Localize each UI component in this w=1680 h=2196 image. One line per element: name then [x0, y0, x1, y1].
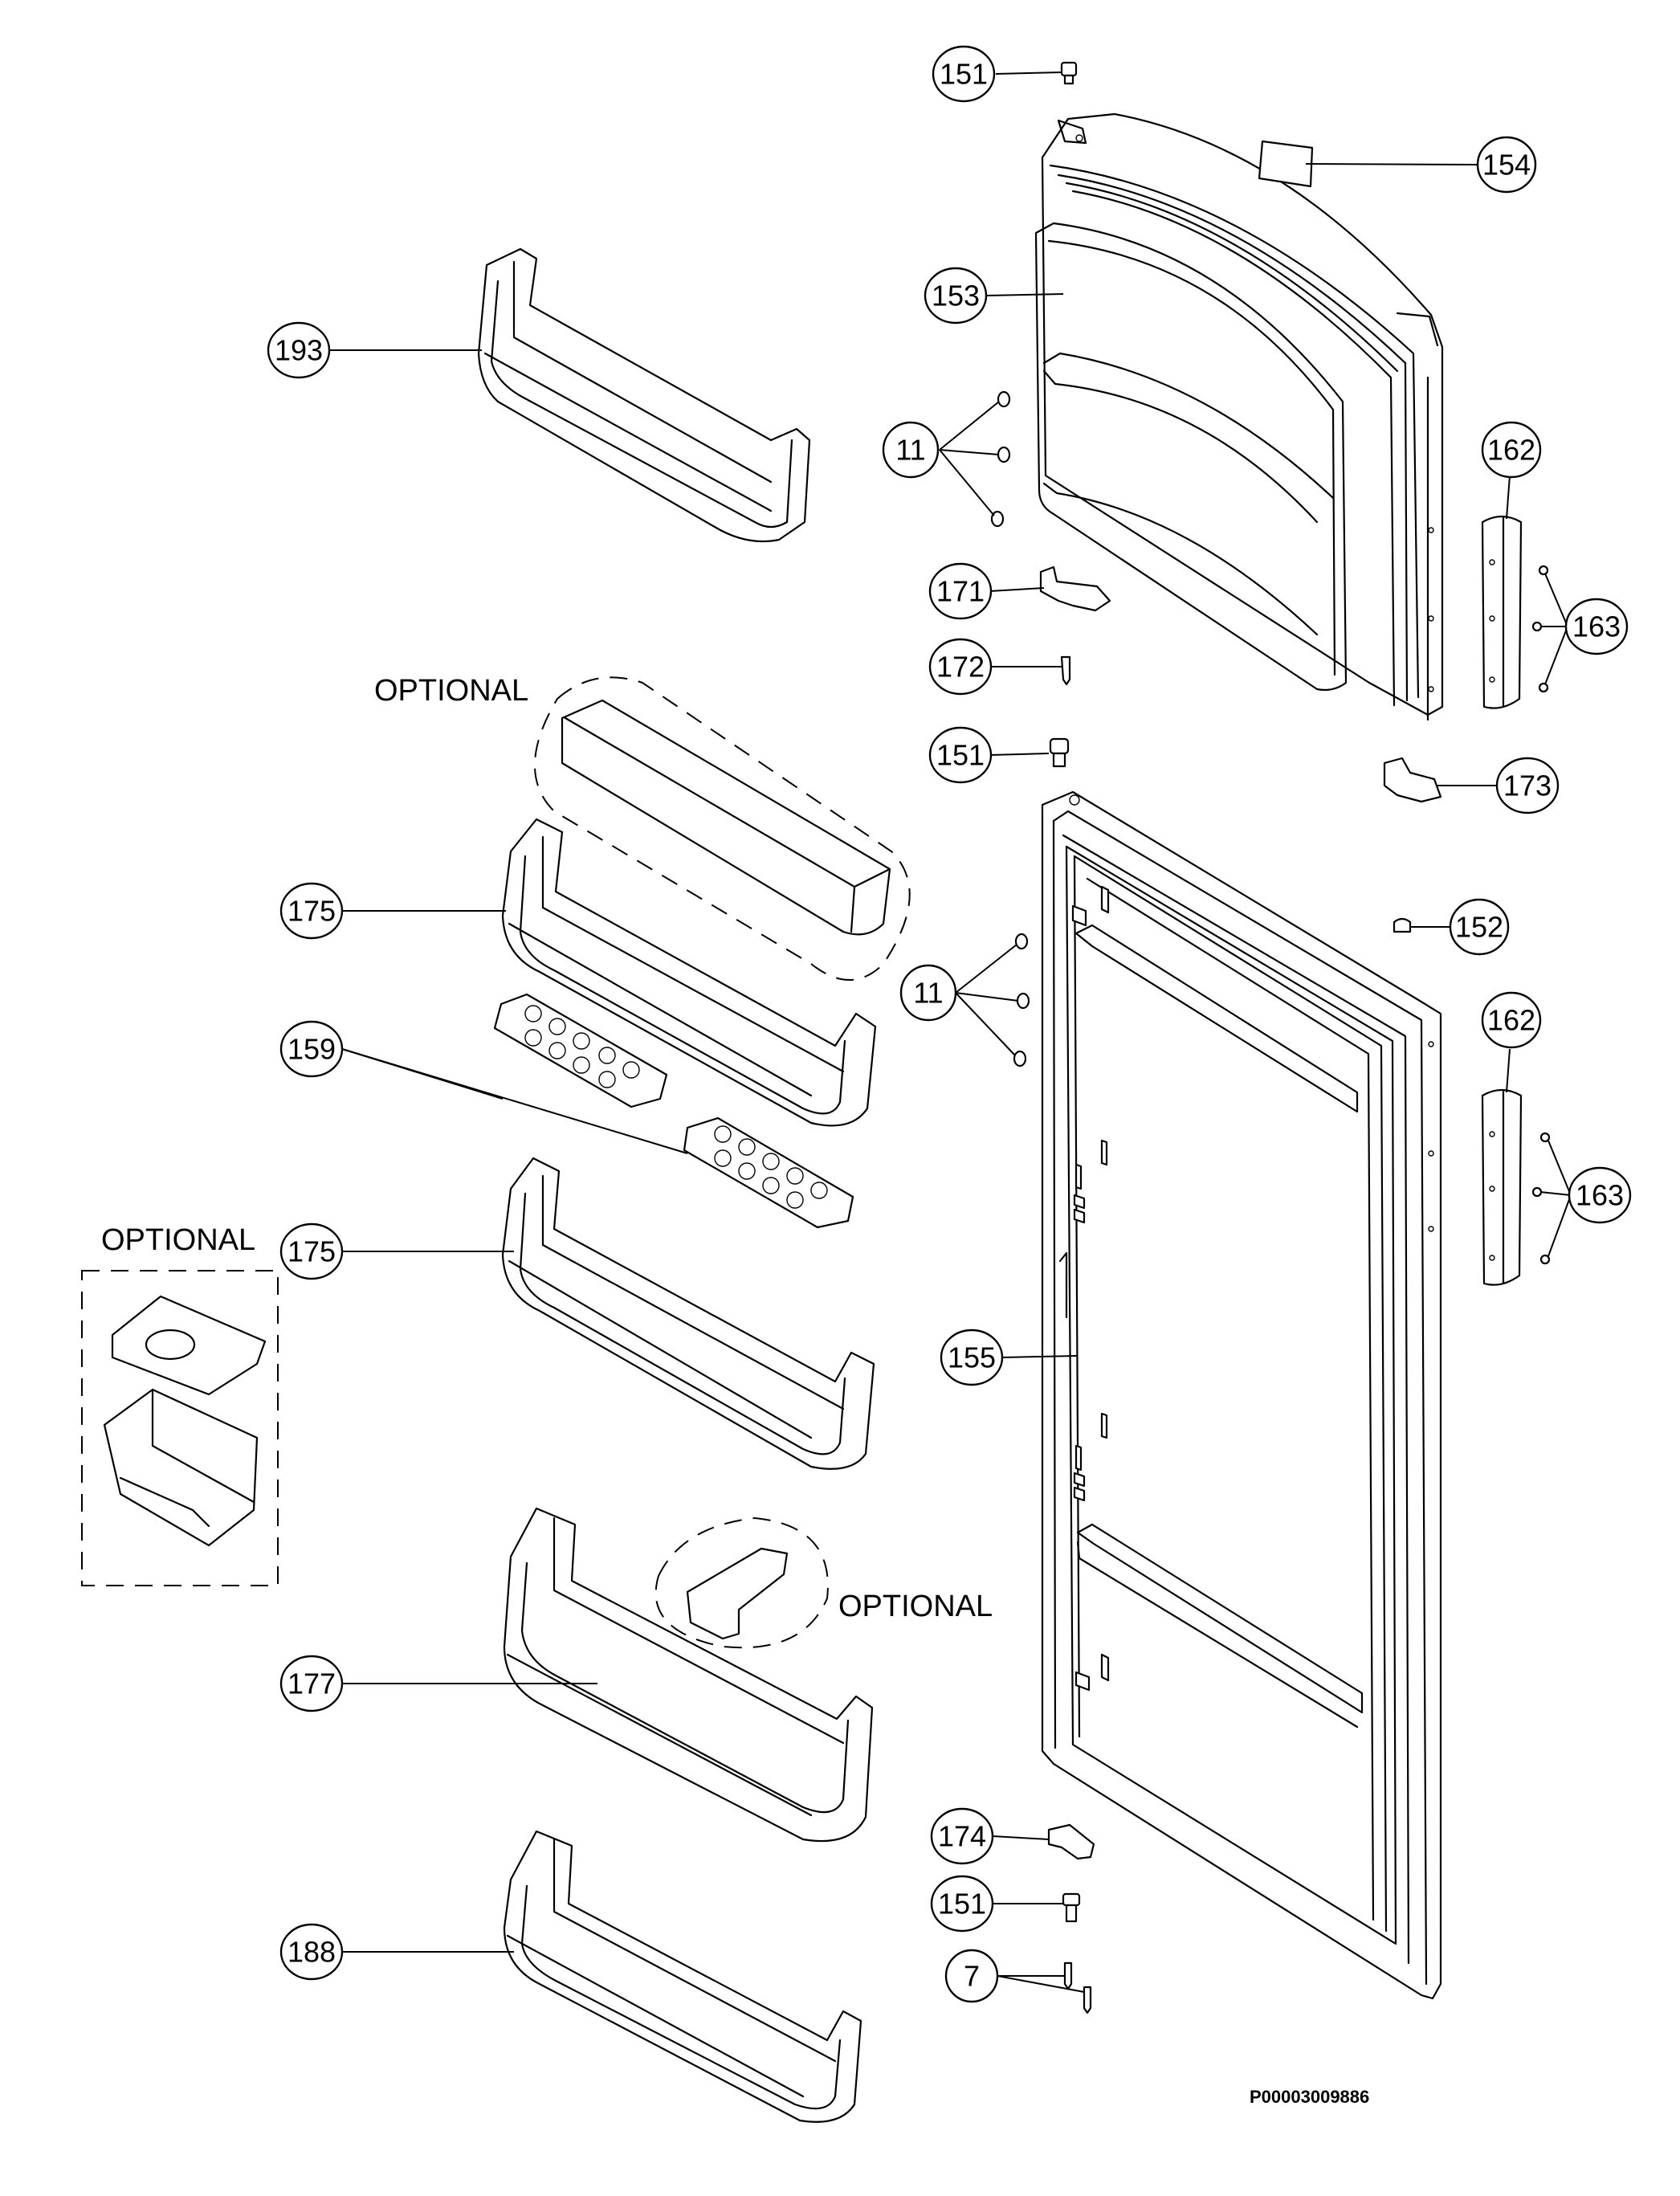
callout-172: 172	[928, 638, 993, 696]
svg-text:188: 188	[287, 1936, 336, 1969]
leader-lines	[329, 71, 1572, 1993]
svg-text:163: 163	[1576, 1179, 1624, 1212]
callout-175-lower: 175	[279, 1222, 344, 1280]
svg-text:162: 162	[1487, 434, 1535, 467]
svg-text:177: 177	[287, 1667, 336, 1700]
optional-holder-part	[654, 1516, 829, 1649]
hinge-171	[1039, 565, 1111, 612]
svg-text:174: 174	[938, 1820, 986, 1853]
hinge-174	[1047, 1823, 1095, 1860]
screws-7	[1063, 1961, 1092, 2014]
fridge-door-155	[1041, 790, 1442, 2000]
callout-162-upper: 162	[1481, 421, 1542, 479]
shelf-177	[503, 1507, 874, 1843]
svg-text:154: 154	[1482, 149, 1531, 182]
callout-188: 188	[279, 1923, 344, 1981]
cap-152	[1393, 917, 1412, 933]
hinge-cap-151-middle	[1049, 737, 1070, 768]
svg-text:11: 11	[913, 977, 943, 1010]
callout-155: 155	[940, 1329, 1004, 1386]
handle-162-lower	[1481, 1088, 1523, 1286]
svg-text:171: 171	[936, 575, 985, 608]
optional-ice-tray	[81, 1270, 279, 1586]
callout-152: 152	[1449, 898, 1510, 956]
callout-159: 159	[279, 1020, 344, 1078]
svg-text:151: 151	[936, 739, 985, 772]
callout-193: 193	[267, 321, 331, 379]
screws-11-upper	[990, 390, 1011, 528]
optional-label-lower: OPTIONAL	[838, 1590, 993, 1623]
callout-177: 177	[279, 1655, 344, 1712]
hinge-cap-151-bottom	[1062, 1892, 1081, 1923]
svg-text:175: 175	[287, 1235, 336, 1268]
svg-text:11: 11	[895, 434, 925, 467]
callout-151-top: 151	[932, 45, 996, 103]
svg-text:163: 163	[1572, 610, 1621, 643]
shelf-188	[503, 1830, 862, 2123]
shelf-175-lower	[501, 1157, 875, 1470]
callout-163-upper: 163	[1564, 598, 1629, 655]
svg-text:151: 151	[940, 58, 988, 91]
pin-172	[1060, 655, 1071, 686]
callout-162-lower: 162	[1481, 991, 1542, 1049]
egg-tray-159-lower	[683, 1116, 854, 1229]
callout-175-upper: 175	[279, 882, 344, 940]
screws-163-upper	[1531, 565, 1549, 693]
svg-text:162: 162	[1487, 1004, 1535, 1037]
callout-171: 171	[928, 562, 993, 620]
label-plate-154	[1258, 140, 1314, 188]
hinge-cap-151-top	[1060, 61, 1078, 85]
svg-text:151: 151	[938, 1888, 986, 1920]
handle-162-upper	[1481, 515, 1523, 709]
callout-173: 173	[1495, 757, 1560, 814]
freezer-door-153	[1034, 112, 1444, 721]
shelf-193	[477, 247, 811, 543]
svg-text:175: 175	[287, 895, 336, 928]
svg-text:172: 172	[936, 651, 985, 684]
svg-text:159: 159	[287, 1033, 336, 1066]
callout-151-middle: 151	[928, 726, 993, 784]
hinge-173	[1383, 757, 1442, 803]
svg-text:153: 153	[932, 280, 980, 312]
callout-11-lower: 11	[899, 964, 957, 1022]
callout-11-upper: 11	[882, 421, 940, 479]
optional-label-left: OPTIONAL	[101, 1223, 255, 1257]
optional-bin-upper	[534, 676, 911, 981]
svg-text:152: 152	[1455, 911, 1503, 944]
egg-tray-159-upper	[493, 993, 668, 1108]
screws-163-lower	[1531, 1132, 1551, 1265]
svg-text:155: 155	[948, 1341, 996, 1374]
callout-151-bottom: 151	[930, 1875, 994, 1933]
callout-7: 7	[944, 1949, 999, 2003]
screws-11-lower	[1013, 933, 1030, 1067]
svg-text:173: 173	[1503, 769, 1552, 802]
callout-163-lower: 163	[1568, 1166, 1632, 1224]
reference-code: P00003009886	[1250, 2087, 1369, 2107]
callout-153: 153	[924, 267, 988, 325]
svg-text:193: 193	[275, 334, 323, 367]
callout-174: 174	[930, 1807, 994, 1865]
optional-label-upper: OPTIONAL	[374, 674, 528, 708]
svg-text:7: 7	[964, 1960, 980, 1993]
shelf-175-upper	[501, 818, 877, 1127]
callout-154: 154	[1476, 136, 1537, 194]
